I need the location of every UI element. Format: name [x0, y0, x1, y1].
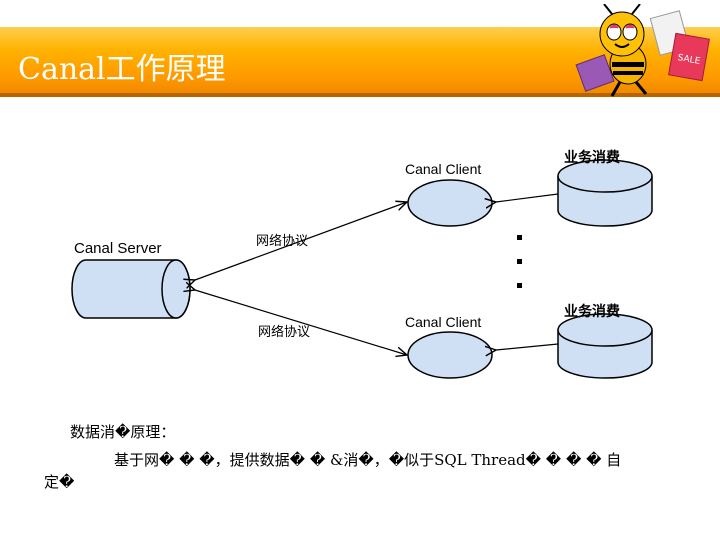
protocol-arrow-bottom: [195, 290, 407, 355]
svg-text:SALE: SALE: [677, 53, 701, 67]
caption-line-3: 定�: [44, 473, 75, 491]
architecture-diagram: Canal Server Canal Client Canal Client 业…: [71, 149, 653, 379]
consumer-top-label: 业务消费: [564, 149, 620, 166]
canal-client-bottom-label: Canal Client: [405, 314, 481, 330]
canal-client-top-label: Canal Client: [405, 161, 481, 177]
protocol-top-label: 网络协议: [256, 233, 308, 249]
consume-arrow-top: [496, 193, 559, 202]
caption-line-2: 基于网� � �，提供数据� � &消�，�似于SQL Thread� � � …: [114, 451, 622, 469]
consumer-bottom-label: 业务消费: [564, 303, 620, 320]
consumer-top-cylinder: [557, 159, 653, 227]
protocol-arrow-top: [195, 202, 407, 280]
canal-client-bottom-node: [407, 331, 493, 379]
ellipsis-dots: [517, 235, 522, 288]
consumer-bottom-cylinder: [557, 313, 653, 379]
canal-client-top-node: [407, 179, 493, 227]
caption-line-1: 数据消�原理：: [70, 423, 176, 441]
consume-arrow-bottom: [496, 343, 559, 350]
slide-title: Canal工作原理: [18, 52, 226, 87]
canal-server-label: Canal Server: [74, 240, 162, 257]
protocol-bottom-label: 网络协议: [258, 324, 310, 340]
canal-server-cylinder: [71, 259, 191, 319]
bee-mascot-icon: SALE: [575, 4, 710, 97]
